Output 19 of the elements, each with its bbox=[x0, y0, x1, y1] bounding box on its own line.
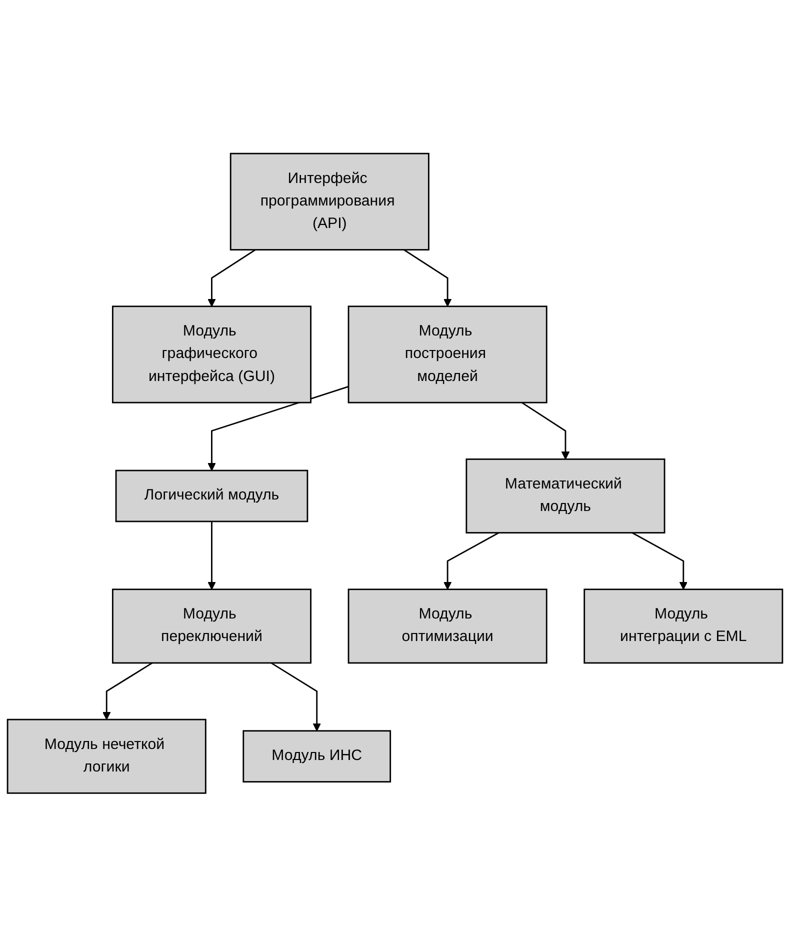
node-box: Логический модуль bbox=[115, 470, 308, 522]
arrow bbox=[102, 662, 153, 720]
node-box: Математический модуль bbox=[466, 458, 666, 534]
arrow bbox=[632, 532, 688, 590]
arrow bbox=[404, 249, 452, 307]
arrow bbox=[208, 249, 256, 307]
node-box: Модуль интеграции с EML bbox=[584, 588, 784, 664]
arrow bbox=[208, 522, 216, 590]
arrow bbox=[521, 402, 570, 460]
arrow bbox=[208, 386, 349, 472]
node-box: Модуль оптимизации bbox=[348, 588, 548, 664]
node-box: Модуль ИНС bbox=[242, 730, 392, 783]
node-box: Модуль нечеткой логики bbox=[6, 719, 206, 794]
node-box: Модуль построения моделей bbox=[348, 306, 548, 404]
node-box: Модуль графического интерфейса (GUI) bbox=[112, 306, 312, 404]
arrow bbox=[270, 662, 321, 732]
arrow bbox=[443, 532, 500, 590]
node-box: Интерфейс программирования (API) bbox=[230, 153, 430, 251]
node-box: Модуль переключений bbox=[112, 588, 312, 664]
